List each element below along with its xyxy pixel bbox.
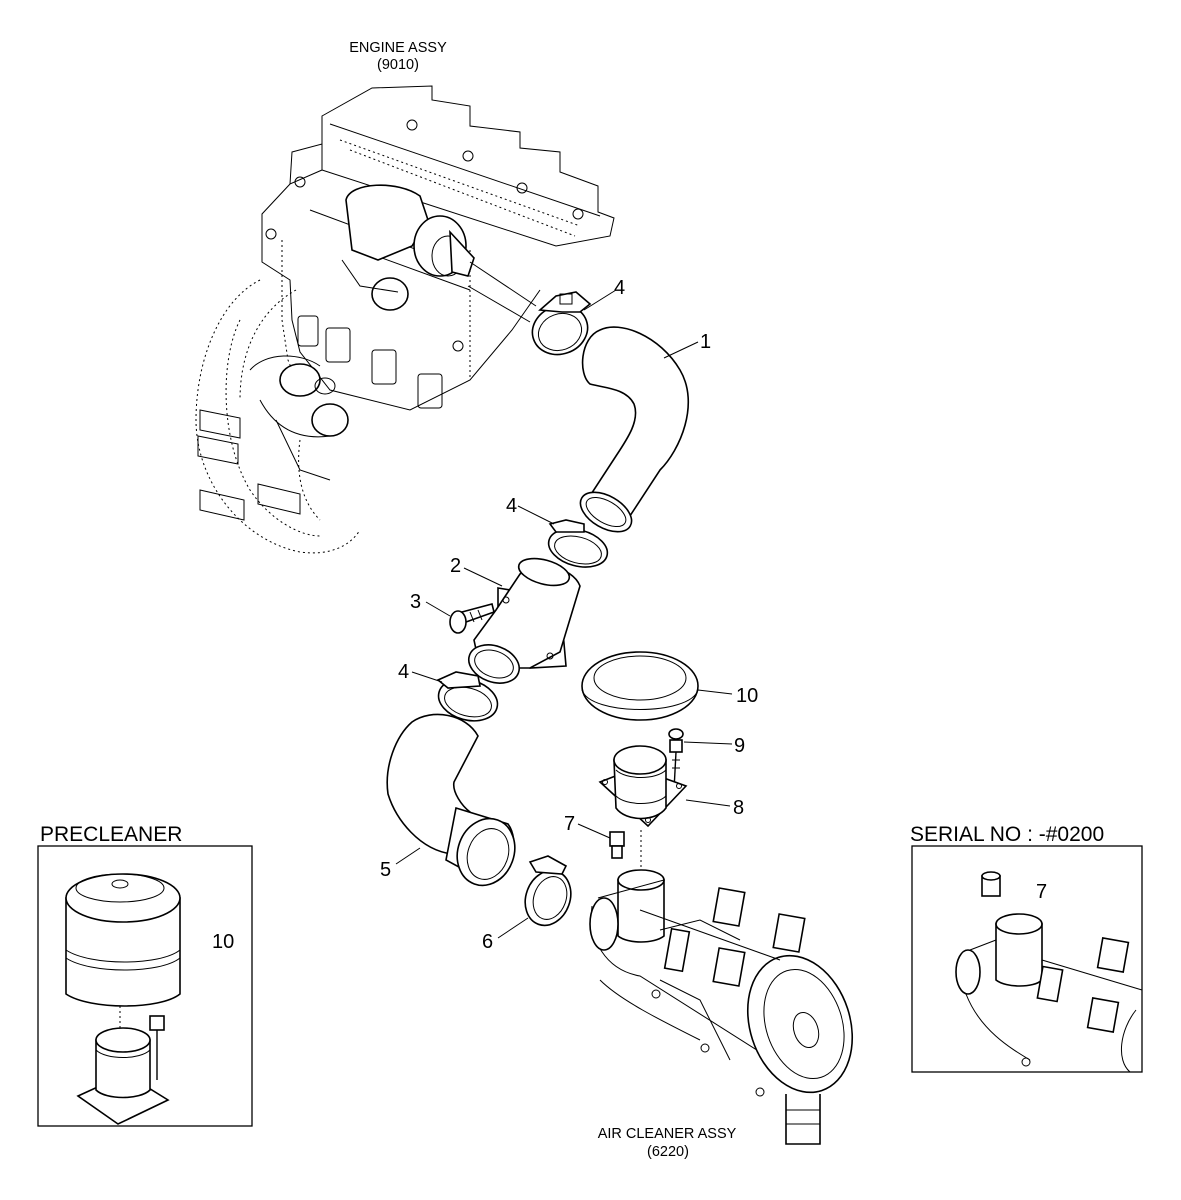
callout-5: 5 <box>380 859 391 881</box>
callout-7: 7 <box>564 813 575 835</box>
hose-clamp-middle <box>547 519 609 568</box>
callout-8: 8 <box>733 797 744 819</box>
hose-clamp-top <box>531 291 592 356</box>
hose-lower <box>386 713 516 887</box>
inlet-pipe-part-8 <box>598 745 688 828</box>
callout-9: 9 <box>734 735 745 757</box>
callout-2: 2 <box>450 555 461 577</box>
assembly-titles: ENGINE ASSY (9010) AIR CLEANER ASSY (622… <box>349 40 736 1160</box>
hose-upper <box>579 326 690 533</box>
callout-4-top: 4 <box>614 277 625 299</box>
engine-assy-title: ENGINE ASSY <box>349 40 447 56</box>
precleaner-inset: PRECLEANER 10 <box>37 823 253 1127</box>
air-cleaner-assembly <box>589 830 854 1145</box>
bolt-part-9 <box>668 728 684 791</box>
cap-part-10 <box>581 651 699 721</box>
precleaner-callout-10: 10 <box>212 931 234 953</box>
serial-callout-7: 7 <box>1036 881 1047 903</box>
engine-assy-code: (9010) <box>377 57 419 73</box>
callout-labels: 4 1 4 2 3 4 10 9 8 7 5 6 <box>380 277 758 953</box>
serial-inset: SERIAL NO : -#0200 7 <box>910 823 1143 1073</box>
hose-clamp-part-6 <box>524 855 572 927</box>
elbow-adapter <box>468 557 581 684</box>
precleaner-title: PRECLEANER <box>40 823 182 846</box>
callout-1: 1 <box>700 331 711 353</box>
indicator-part-7 <box>609 831 625 859</box>
callout-10: 10 <box>736 685 758 707</box>
callout-3: 3 <box>410 591 421 613</box>
callout-4-lower: 4 <box>398 661 409 683</box>
callout-4-middle: 4 <box>506 495 517 517</box>
serial-title: SERIAL NO : -#0200 <box>910 823 1104 846</box>
engine-assembly <box>195 85 615 554</box>
air-cleaner-assy-title: AIR CLEANER ASSY <box>598 1126 737 1142</box>
bolt-part-3 <box>449 603 495 634</box>
hose-clamp-lower <box>436 671 499 722</box>
callout-6: 6 <box>482 931 493 953</box>
air-cleaner-assy-code: (6220) <box>647 1144 689 1160</box>
